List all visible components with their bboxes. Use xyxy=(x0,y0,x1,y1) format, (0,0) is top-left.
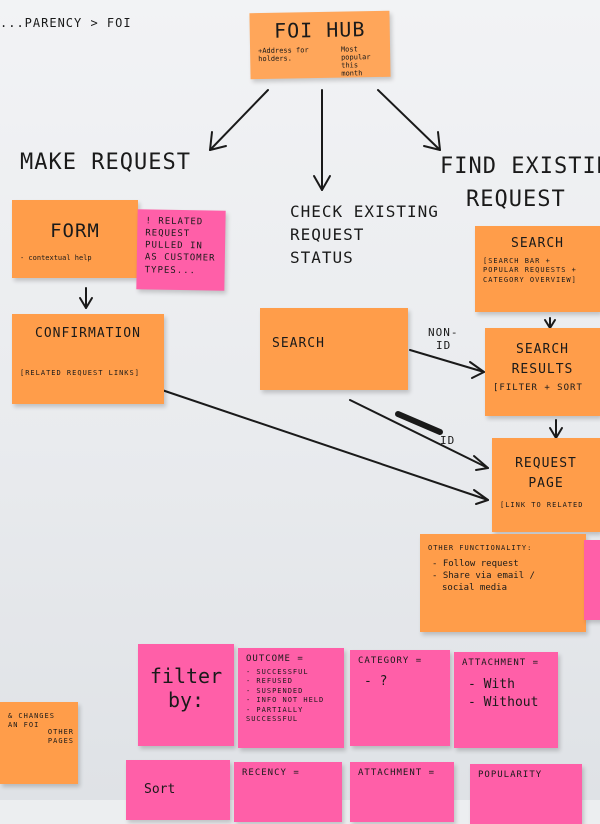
attachment-note: ATTACHMENT = - With - Without xyxy=(454,652,558,748)
hub-note-right: Most popular this month xyxy=(340,45,371,78)
attachment-sort-note: ATTACHMENT = xyxy=(350,762,454,822)
search-find-note: SEARCH [SEARCH BAR + POPULAR REQUESTS + … xyxy=(475,226,600,312)
related-request-note: ! RELATED REQUEST PULLED IN AS CUSTOMER … xyxy=(136,209,226,291)
sort-note: Sort xyxy=(126,760,230,820)
make-request-heading: MAKE REQUEST xyxy=(20,150,191,175)
flow-arrows xyxy=(79,89,563,505)
foi-hub-note: FOI HUB +Address for holders. Most popul… xyxy=(249,10,391,80)
left-partial-note: & CHANGES AN FOI OTHER PAGES xyxy=(0,702,78,784)
filter-by-note: filter by: xyxy=(138,644,234,746)
non-id-label: non-ID xyxy=(428,326,459,353)
popularity-note: POPULARITY xyxy=(470,764,582,824)
form-note: FORM - contextual help xyxy=(12,200,138,278)
breadcrumb: ...PARENCY > FOI xyxy=(0,16,132,30)
find-existing-heading: FIND EXISTIN REQUEST xyxy=(440,154,600,212)
search-status-note: SEARCH xyxy=(260,308,408,390)
right-edge-note xyxy=(584,540,600,620)
confirmation-note: CONFIRMATION [RELATED REQUEST LINKS] xyxy=(12,314,164,404)
category-note: CATEGORY = - ? xyxy=(350,650,450,746)
hub-note-left: +Address for holders. xyxy=(258,46,309,64)
search-results-note: SEARCH RESULTS [FILTER + SORT xyxy=(485,328,600,416)
outcome-note: OUTCOME = - SUCCESSFUL - REFUSED - SUSPE… xyxy=(238,648,344,748)
other-functionality-note: OTHER FUNCTIONALITY: - Follow request - … xyxy=(420,534,586,632)
id-label: ID xyxy=(440,434,456,447)
hub-title: FOI HUB xyxy=(273,17,366,43)
check-status-heading: CHECK EXISTING REQUEST STATUS xyxy=(290,202,439,268)
request-page-note: REQUEST PAGE [link to RELATED xyxy=(492,438,600,532)
recency-note: RECENCY = xyxy=(234,762,342,822)
